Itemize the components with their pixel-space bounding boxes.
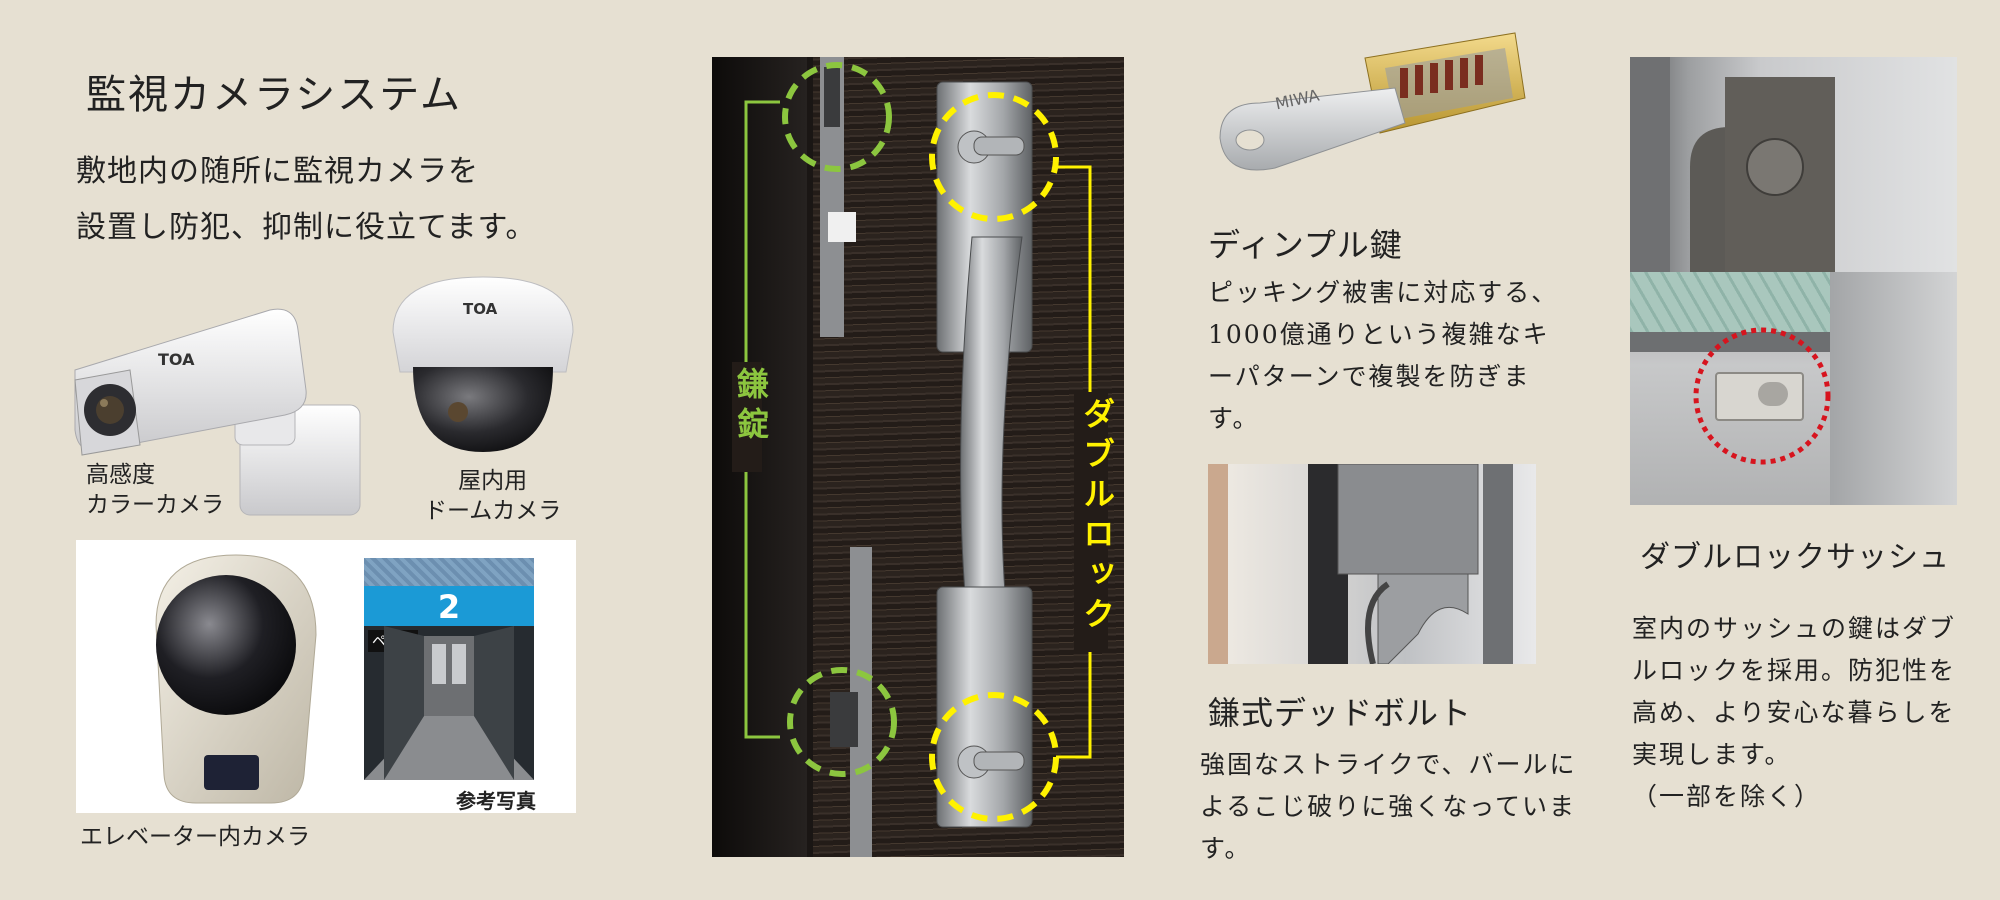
sash-lock-photo-top	[1630, 57, 1957, 272]
deadbolt-photo	[1208, 464, 1536, 664]
sash-body-line1: 室内のサッシュの鍵はダブ	[1632, 614, 1957, 643]
double-lock-label: ダブルロック	[1078, 397, 1116, 637]
elevator-reference-photo: 2 ペット	[364, 558, 534, 780]
dimple-key-body: ピッキング被害に対応する、 1000億通りという複雑なキ ーパターンで複製を防ぎ…	[1208, 272, 1558, 440]
sash-body-line2: ルロックを採用。防犯性を	[1632, 656, 1957, 685]
camera-title: 監視カメラシステム	[86, 72, 462, 118]
camera-lead: 敷地内の随所に監視カメラを 設置し防犯、抑制に役立てます。	[76, 144, 537, 256]
sash-body: 室内のサッシュの鍵はダブ ルロックを採用。防犯性を 高め、より安心な暮らしを 実…	[1632, 608, 1956, 818]
sash-body-line5: （一部を除く）	[1632, 782, 1822, 811]
deadbolt-body-line1: 強固なストライクで、バールに	[1200, 750, 1577, 779]
deadbolt-body: 強固なストライクで、バールに よるこじ破りに強くなっていま す。	[1200, 744, 1577, 870]
dome-camera-image	[388, 272, 578, 457]
outdoor-caption-line2: カラーカメラ	[86, 492, 224, 518]
deadbolt-heading: 鎌式デッドボルト	[1208, 694, 1473, 732]
sash-heading: ダブルロックサッシュ	[1640, 540, 1950, 575]
deadbolt-body-line3: す。	[1200, 834, 1252, 863]
dimple-key-image	[1215, 28, 1535, 188]
outdoor-camera-caption: 高感度 カラーカメラ	[86, 460, 224, 520]
sash-lock-photo-bottom	[1630, 272, 1957, 505]
dimple-key-body-line2: 1000億通りという複雑なキ	[1208, 320, 1550, 349]
dimple-key-heading: ディンプル鍵	[1208, 226, 1403, 264]
dome-camera-caption: 屋内用 ドームカメラ	[424, 466, 561, 526]
dome-caption-line1: 屋内用	[458, 468, 528, 494]
reference-photo-caption: 参考写真	[456, 789, 536, 813]
dimple-key-body-line4: す。	[1208, 404, 1260, 433]
outdoor-caption-line1: 高感度	[86, 462, 155, 488]
sash-body-line3: 高め、より安心な暮らしを	[1632, 698, 1956, 727]
sash-body-line4: 実現します。	[1632, 740, 1792, 769]
dimple-key-body-line3: ーパターンで複製を防ぎま	[1208, 362, 1531, 391]
deadbolt-body-line2: よるこじ破りに強くなっていま	[1200, 792, 1577, 821]
camera-lead-line1: 敷地内の随所に監視カメラを	[76, 154, 479, 189]
monitor-floor-number: 2	[437, 588, 461, 626]
door-photo: 鎌錠 ダブルロック	[712, 57, 1124, 857]
dimple-key-body-line1: ピッキング被害に対応する、	[1208, 278, 1559, 307]
outdoor-camera-image	[70, 290, 390, 520]
outdoor-camera-brand: TOA	[158, 350, 195, 369]
dome-caption-line2: ドームカメラ	[424, 498, 562, 524]
sickle-lock-label: 鎌錠	[732, 367, 770, 447]
elevator-camera-caption: エレベーター内カメラ	[80, 824, 310, 850]
camera-lead-line2: 設置し防犯、抑制に役立てます。	[76, 210, 537, 245]
dome-camera-brand: TOA	[463, 300, 498, 318]
